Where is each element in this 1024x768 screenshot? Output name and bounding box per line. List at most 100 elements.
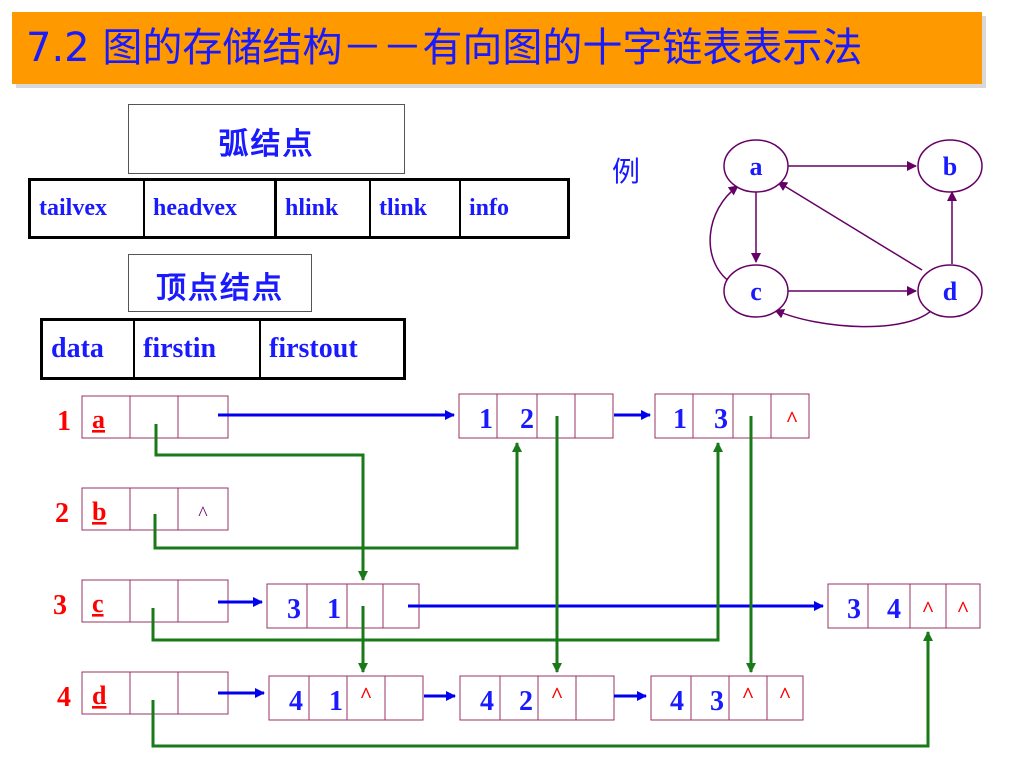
- arc-cell-tailvex: [266, 583, 308, 629]
- arc-tailvex: 4: [289, 686, 303, 717]
- arc-field-tlink: tlink: [371, 181, 461, 236]
- arc-cell-hlink: [346, 583, 384, 629]
- arc-cell-hlink: [537, 675, 577, 721]
- vertex-field-data: data: [43, 321, 135, 377]
- arc-tlink-null: ^: [957, 596, 970, 621]
- pointer-c-firstin: [151, 442, 723, 642]
- arc-cell-tailvex: [458, 393, 498, 439]
- arc-cell-headvex: [499, 675, 539, 721]
- graph-node-b: [917, 139, 983, 193]
- vertex-index: 4: [57, 682, 71, 713]
- arc-tailvex: 1: [673, 404, 687, 435]
- graph-node-d-label: d: [943, 277, 958, 306]
- arc-hlink-null: ^: [922, 596, 935, 621]
- arc-nodes: 1 2 1 3 ^ 3 1 3 4: [266, 393, 981, 721]
- vertex-node-fields: data firstin firstout: [40, 318, 406, 380]
- edge-d-c: [774, 307, 935, 328]
- arc-node-3-1: 3 1: [266, 583, 420, 629]
- arc-cell-tlink: [574, 393, 614, 439]
- arc-hlink-null: ^: [742, 682, 755, 707]
- arc-cell-tailvex: [268, 675, 310, 721]
- arc-headvex: 2: [520, 404, 534, 435]
- example-label: 例: [612, 155, 641, 188]
- arc-headvex: 1: [327, 594, 341, 625]
- graph-node-b-label: b: [943, 152, 957, 181]
- pointer-b-firstin: [153, 442, 522, 550]
- arc-tlink-null: ^: [786, 406, 799, 431]
- arc-headvex: 2: [519, 686, 533, 717]
- vertex-data: c: [92, 589, 104, 618]
- pointer-a-firstin: [154, 424, 368, 581]
- vertex-array: 1 a 2 b ^ 3 c 4 d: [53, 395, 229, 715]
- vertex-cell-data: [81, 671, 131, 715]
- arc-tailvex: 4: [480, 686, 494, 717]
- arc-cell-tailvex: [827, 583, 869, 629]
- graph-node-c: [723, 264, 789, 318]
- arc-cell-tlink: [945, 583, 981, 629]
- outgoing-pointers: [218, 410, 824, 701]
- arc-cell-headvex: [692, 393, 734, 439]
- vertex-cell-data: [81, 395, 131, 439]
- arc-node-4-2: 4 2 ^: [459, 675, 615, 721]
- vertex-cell-firstout: [177, 395, 229, 439]
- vertex-node-label: 顶点结点: [156, 271, 284, 306]
- arc-cell-hlink: [728, 675, 768, 721]
- arc-headvex: 3: [710, 686, 724, 717]
- arc-cell-hlink: [346, 675, 386, 721]
- arc-hlink-null: ^: [360, 682, 373, 707]
- arc-tailvex: 3: [287, 594, 301, 625]
- arc-headvex: 3: [714, 404, 728, 435]
- vertex-data: a: [92, 405, 105, 434]
- arc-cell-tlink: [770, 393, 810, 439]
- vertex-field-firstout: firstout: [269, 333, 358, 364]
- graph-node-c-label: c: [750, 277, 762, 306]
- graph-node-a-label: a: [750, 152, 763, 181]
- arc-cell-tlink: [766, 675, 804, 721]
- edge-d-a: [777, 181, 923, 271]
- arc-field-headvex: headvex: [145, 181, 277, 236]
- arc-tailvex: 4: [670, 686, 684, 717]
- arc-cell-tailvex: [650, 675, 692, 721]
- edge-c-a: [709, 185, 739, 283]
- example-graph: a b c d: [709, 139, 983, 328]
- arc-cell-headvex: [867, 583, 911, 629]
- title-bar: 7.2 图的存储结构－－有向图的十字链表表示法: [12, 12, 982, 84]
- vertex-field-firstin: firstin: [135, 321, 261, 377]
- vertex-index: 2: [55, 498, 69, 529]
- arc-cell-tlink: [575, 675, 615, 721]
- arc-node-1-2: 1 2: [458, 393, 614, 439]
- arc-node-4-3: 4 3 ^ ^: [650, 675, 804, 721]
- arc-node-3-4: 3 4 ^ ^: [827, 583, 981, 629]
- arc-node-4-1: 4 1 ^: [268, 675, 424, 721]
- arc-cell-tailvex: [459, 675, 501, 721]
- arc-node-fields: tailvex headvex hlink tlink info: [28, 178, 570, 239]
- arc-headvex: 4: [887, 594, 901, 625]
- vertex-cell-data: [81, 487, 131, 531]
- arc-headvex: 1: [329, 686, 343, 717]
- vertex-firstout-null: ^: [198, 503, 208, 525]
- vertex-data: d: [92, 681, 107, 710]
- arc-cell-headvex: [496, 393, 538, 439]
- vertex-cell-data: [81, 579, 131, 623]
- graph-node-a: [723, 139, 789, 193]
- graph-node-d: [917, 264, 983, 318]
- vertex-cell-firstout: [177, 487, 229, 531]
- arc-field-hlink: hlink: [277, 181, 371, 236]
- vertex-data: b: [92, 497, 106, 526]
- page-title: 7.2 图的存储结构－－有向图的十字链表表示法: [26, 25, 863, 71]
- arc-node-1-3: 1 3 ^: [654, 393, 810, 439]
- vertex-cell-firstin: [129, 395, 179, 439]
- arc-hlink-null: ^: [551, 682, 564, 707]
- arc-tailvex: 1: [479, 404, 493, 435]
- arc-field-info: info: [469, 195, 510, 221]
- arc-tailvex: 3: [847, 594, 861, 625]
- arc-cell-tailvex: [654, 393, 694, 439]
- incoming-pointers: [151, 416, 933, 748]
- arc-tlink-null: ^: [779, 682, 792, 707]
- arc-field-tailvex: tailvex: [31, 181, 145, 236]
- vertex-index: 1: [57, 406, 71, 437]
- pointer-d-firstin: [151, 631, 933, 748]
- vertex-node-label-box: 顶点结点: [128, 254, 312, 312]
- arc-node-label: 弧结点: [218, 127, 315, 162]
